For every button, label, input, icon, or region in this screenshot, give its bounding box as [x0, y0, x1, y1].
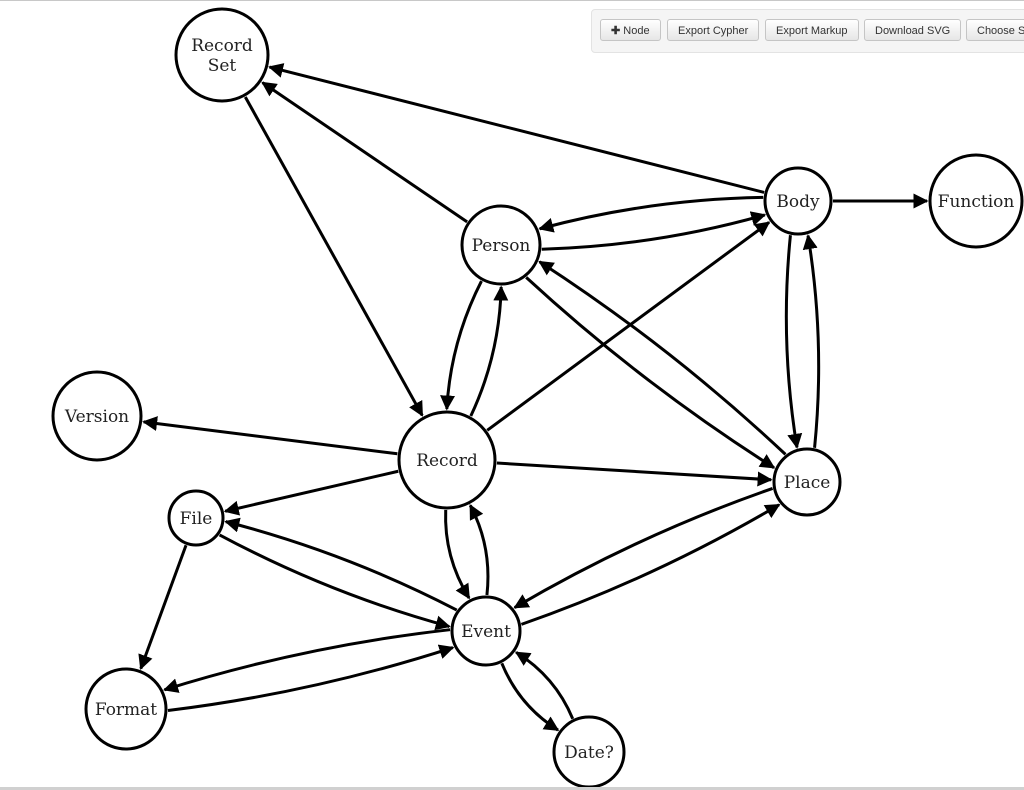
node-label: Version: [64, 407, 129, 427]
node-circle[interactable]: [928, 153, 1024, 249]
node-person[interactable]: Person: [460, 204, 542, 286]
edge-event-to-format[interactable]: [163, 628, 451, 693]
edge-file-to-format[interactable]: [138, 544, 188, 671]
edge-event-to-date[interactable]: [500, 662, 560, 732]
edge-place-to-event[interactable]: [513, 487, 774, 609]
export-markup-button[interactable]: Export Markup: [765, 19, 859, 41]
edge-event-to-place[interactable]: [520, 503, 781, 626]
node-circle[interactable]: [174, 7, 270, 103]
edge-person-to-place[interactable]: [525, 276, 776, 469]
choose-style-button[interactable]: Choose S: [966, 19, 1024, 41]
edge-format-to-event[interactable]: [167, 644, 455, 713]
edge-person-to-record[interactable]: [440, 280, 483, 411]
edge-recordset-to-record[interactable]: [243, 96, 424, 417]
edge-event-to-record[interactable]: [468, 504, 490, 596]
edge-event-to-file[interactable]: [224, 517, 458, 612]
download-svg-button[interactable]: Download SVG: [864, 19, 962, 41]
edge-body-to-place[interactable]: [784, 235, 803, 449]
edge-place-to-person[interactable]: [538, 260, 787, 456]
edge-person-to-body[interactable]: [541, 211, 767, 251]
edge-file-to-event[interactable]: [218, 533, 451, 631]
edge-record-to-event[interactable]: [444, 509, 471, 600]
node-circle[interactable]: [51, 370, 143, 462]
node-circle[interactable]: [167, 489, 225, 547]
edge-place-to-body[interactable]: [802, 234, 821, 448]
node-label: Event: [461, 622, 511, 642]
node-version[interactable]: Version: [51, 370, 143, 462]
node-file[interactable]: File: [167, 489, 225, 547]
node-date[interactable]: Date?: [552, 715, 626, 789]
node-label: Date?: [564, 743, 614, 763]
node-label: Person: [472, 236, 531, 256]
bottom-scrollbar[interactable]: [0, 787, 1024, 790]
toolbar: ✚ Node Export Cypher Export Markup Downl…: [591, 9, 1024, 53]
node-circle[interactable]: [460, 204, 542, 286]
edges-layer: [138, 63, 929, 732]
node-label: Body: [776, 192, 820, 212]
node-format[interactable]: Format: [84, 667, 168, 751]
node-circle[interactable]: [397, 410, 497, 510]
edge-date-to-event[interactable]: [514, 651, 575, 720]
node-label: Record: [416, 451, 478, 471]
node-record[interactable]: Record: [397, 410, 497, 510]
edge-record-to-file[interactable]: [223, 469, 399, 516]
node-event[interactable]: Event: [450, 595, 522, 667]
edge-record-to-body[interactable]: [486, 221, 771, 432]
node-label: Format: [95, 700, 157, 720]
edge-person-to-recordset[interactable]: [261, 81, 468, 224]
node-label: Record: [191, 36, 253, 56]
add-node-button[interactable]: ✚ Node: [600, 19, 661, 41]
top-border: [0, 0, 1024, 1]
node-function[interactable]: Function: [928, 153, 1024, 249]
edge-body-to-recordset[interactable]: [268, 63, 765, 194]
node-label: Function: [938, 192, 1015, 212]
edge-body-to-person[interactable]: [538, 195, 764, 233]
node-label: Place: [784, 473, 831, 493]
node-circle[interactable]: [450, 595, 522, 667]
node-label: File: [180, 509, 213, 529]
node-circle[interactable]: [772, 447, 842, 517]
plus-icon: ✚: [611, 25, 624, 37]
node-body[interactable]: Body: [763, 166, 833, 236]
edge-record-to-place[interactable]: [496, 461, 773, 487]
node-label: Set: [208, 56, 237, 76]
export-cypher-button[interactable]: Export Cypher: [667, 19, 760, 41]
edge-record-to-person[interactable]: [469, 285, 509, 417]
node-circle[interactable]: [763, 166, 833, 236]
node-place[interactable]: Place: [772, 447, 842, 517]
edge-record-to-version[interactable]: [142, 416, 398, 456]
node-circle[interactable]: [84, 667, 168, 751]
